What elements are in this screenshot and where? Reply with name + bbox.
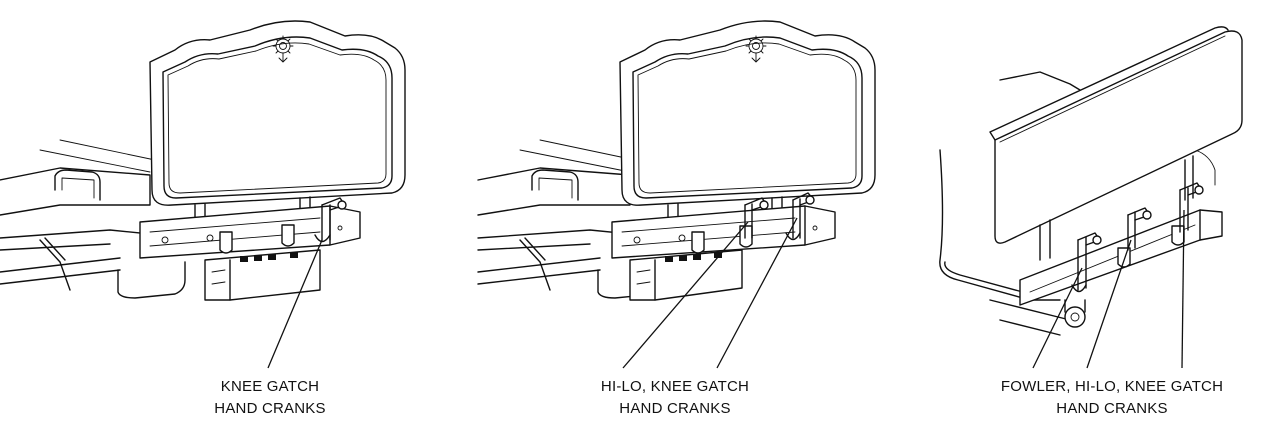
- panel-1-leader-line: [267, 239, 323, 369]
- panel-3-caption-line1: FOWLER, HI-LO, KNEE GATCH: [1000, 378, 1224, 395]
- panel-2-caption: HI-LO, KNEE GATCH HAND CRANKS: [580, 376, 770, 420]
- panel-3-leader-line-knee: [1181, 209, 1185, 369]
- panel-2-bed-illustration: [477, 20, 876, 301]
- panel-3-leader-line-fowler: [1032, 267, 1083, 369]
- panel-1-bed-illustration: [0, 20, 406, 301]
- panel-2-caption-line2: HAND CRANKS: [619, 400, 731, 417]
- panel-3-leader-line-hilo: [1086, 239, 1132, 369]
- panel-2-caption-line1: HI-LO, KNEE GATCH: [600, 378, 750, 395]
- panel-1-caption-line2: HAND CRANKS: [214, 400, 326, 417]
- panel-1-caption: KNEE GATCH HAND CRANKS: [175, 376, 365, 420]
- panel-2-leader-line-knee: [716, 217, 798, 369]
- panel-3-caption-line2: HAND CRANKS: [1056, 400, 1168, 417]
- panel-2-leader-line-hilo: [622, 221, 749, 369]
- panel-1-caption-line1: KNEE GATCH: [220, 378, 320, 395]
- panel-3-caption: FOWLER, HI-LO, KNEE GATCH HAND CRANKS: [962, 376, 1262, 420]
- panel-3-bed-illustration: [939, 26, 1243, 336]
